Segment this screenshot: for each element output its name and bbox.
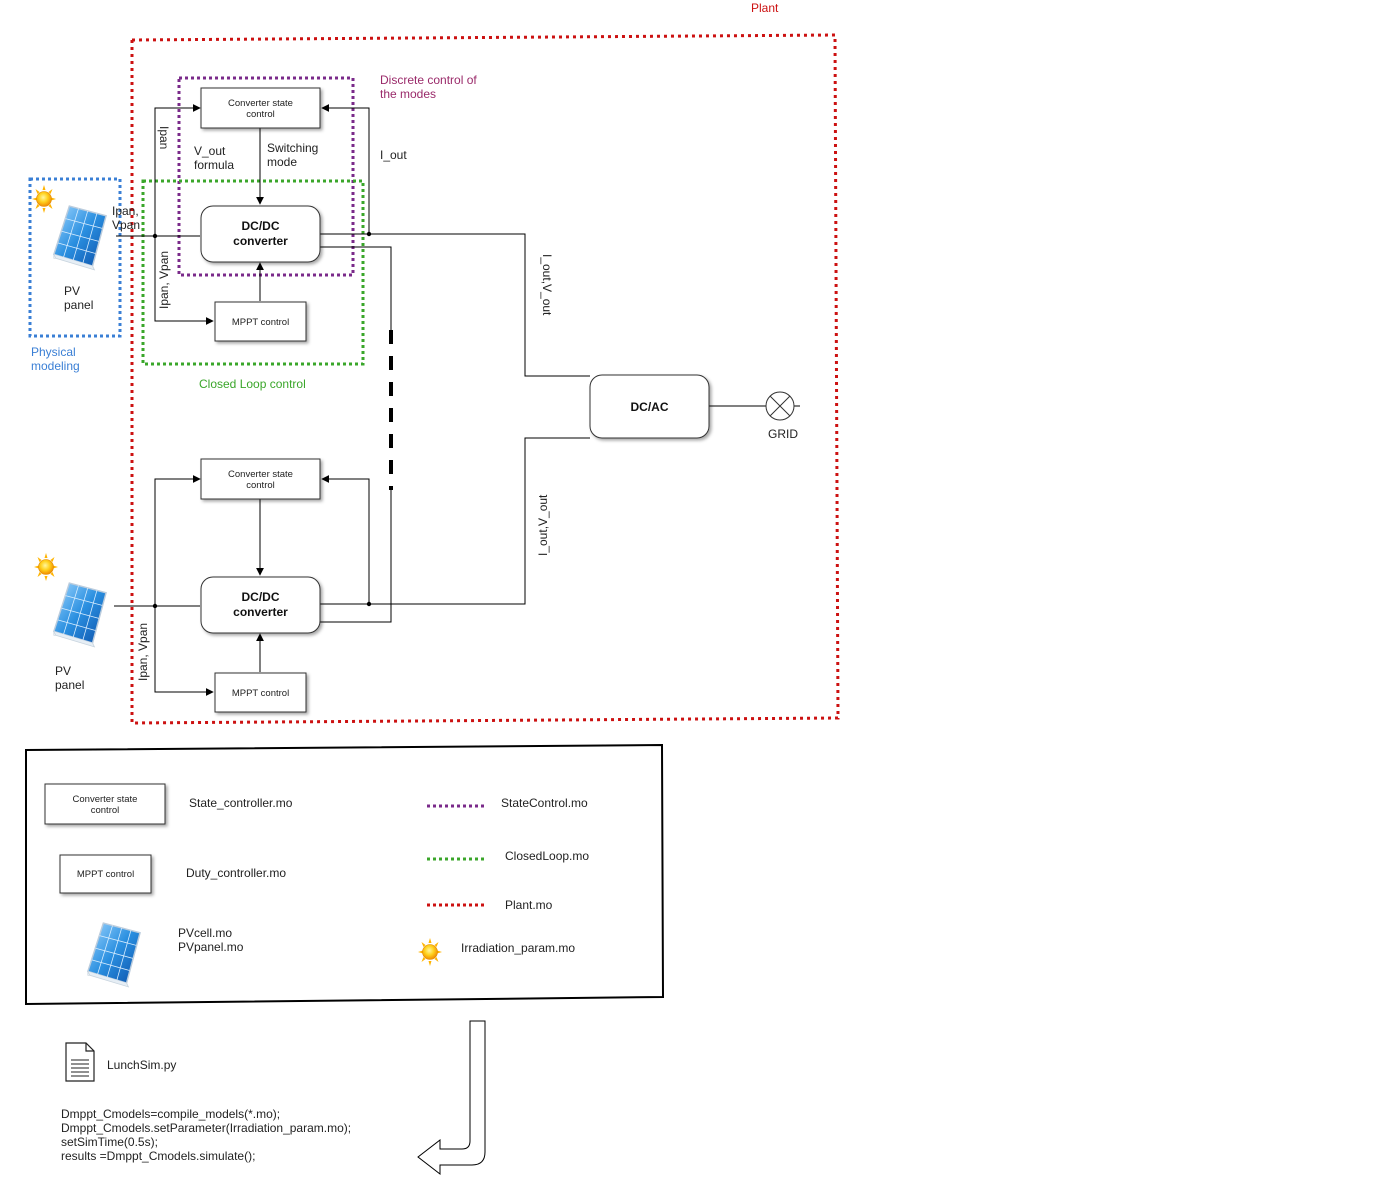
legend-frame (25, 743, 665, 1006)
signal-ipan-vpan-bottom: Ipan, Vpan (136, 623, 150, 681)
svg-text:Converter state: Converter state (228, 98, 293, 109)
script-line-1: Dmppt_Cmodels=compile_models(*.mo); (61, 1107, 280, 1121)
legend-state-control-file: StateControl.mo (501, 796, 588, 810)
legend-mppt-control: MPPT control (59, 854, 152, 894)
script-line-4: results =Dmppt_Cmodels.simulate(); (61, 1149, 255, 1163)
svg-text:Converter state: Converter state (228, 469, 293, 480)
legend-mppt-file: Duty_controller.mo (186, 866, 286, 880)
signal-vout-formula-2: formula (194, 158, 234, 172)
legend-pv-file-1: PVcell.mo (178, 926, 232, 940)
pv-panel-icon (53, 582, 107, 648)
plant-frame (130, 33, 840, 725)
signal-vout-formula-1: V_out (194, 144, 226, 158)
pv-panel-icon (87, 922, 141, 988)
sun-icon (32, 185, 56, 213)
grid-label: GRID (768, 427, 798, 441)
signal-ipan-vpan-top-1: Ipan, (112, 204, 139, 218)
signal-ipan-vpan-mppt-top: Ipan, Vpan (157, 251, 171, 309)
signal-iout-vout-bottom: I_out,V_out (536, 494, 550, 556)
physical-modeling-label-1: Physical (31, 345, 76, 359)
arrow-icon (417, 1020, 486, 1176)
legend-pv-file-2: PVpanel.mo (178, 940, 244, 954)
state-control-block-top[interactable]: Converter state control (200, 87, 321, 129)
legend-closed-loop-file: ClosedLoop.mo (505, 849, 589, 863)
pv-panel-label-top-2: panel (64, 298, 93, 312)
svg-text:Converter state: Converter state (73, 794, 138, 805)
signal-iout-vout-top: I_out,V_out (540, 254, 554, 316)
svg-text:DC/DC: DC/DC (242, 590, 280, 604)
svg-text:MPPT control: MPPT control (232, 688, 289, 699)
sun-icon (418, 938, 442, 966)
sun-icon (34, 553, 58, 581)
physical-modeling-frame (28, 177, 122, 338)
pv-panel-label-top-1: PV (64, 284, 80, 298)
pv-panel-label-bottom-2: panel (55, 678, 84, 692)
svg-text:MPPT control: MPPT control (77, 869, 134, 880)
legend-state-file: State_controller.mo (189, 796, 293, 810)
signal-iout-top: I_out (380, 148, 407, 162)
discrete-control-frame (177, 76, 355, 277)
signal-ipan-top: Ipan (157, 126, 171, 149)
closed-loop-label: Closed Loop control (199, 377, 306, 391)
signal-switching-mode-1: Switching (267, 141, 318, 155)
svg-text:control: control (91, 805, 120, 816)
signal-ipan-vpan-top-2: Vpan (112, 218, 140, 232)
dcdc-converter-block-bottom[interactable]: DC/DC converter (200, 576, 321, 634)
document-icon (65, 1042, 95, 1082)
svg-text:MPPT control: MPPT control (232, 317, 289, 328)
svg-text:DC/AC: DC/AC (631, 400, 669, 414)
svg-text:converter: converter (233, 605, 288, 619)
svg-text:converter: converter (233, 234, 288, 248)
signal-switching-mode-2: mode (267, 155, 297, 169)
grid-icon (765, 391, 795, 421)
top-wires (116, 104, 590, 377)
bottom-wires (114, 437, 590, 696)
physical-modeling-label-2: modeling (31, 359, 80, 373)
svg-text:control: control (246, 480, 275, 491)
script-line-3: setSimTime(0.5s); (61, 1135, 158, 1149)
pv-panel-label-bottom-1: PV (55, 664, 71, 678)
plant-label: Plant (751, 1, 779, 15)
closed-loop-frame (141, 179, 365, 366)
script-line-2: Dmppt_Cmodels.setParameter(Irradiation_p… (61, 1121, 351, 1135)
pv-panel-icon (53, 205, 107, 271)
dcac-block[interactable]: DC/AC (589, 374, 710, 439)
dcdc-converter-block-top[interactable]: DC/DC converter (200, 205, 321, 263)
legend-irradiation-file: Irradiation_param.mo (461, 941, 575, 955)
legend-state-control: Converter state control (44, 783, 166, 825)
svg-text:control: control (246, 109, 275, 120)
state-control-block-bottom[interactable]: Converter state control (200, 458, 321, 500)
script-filename: LunchSim.py (107, 1058, 176, 1072)
mppt-control-block-bottom[interactable]: MPPT control (214, 672, 307, 713)
svg-text:DC/DC: DC/DC (242, 219, 280, 233)
discrete-control-label-2: the modes (380, 87, 436, 101)
legend-plant-file: Plant.mo (505, 898, 553, 912)
mppt-control-block-top[interactable]: MPPT control (214, 301, 307, 342)
discrete-control-label-1: Discrete control of (380, 73, 477, 87)
